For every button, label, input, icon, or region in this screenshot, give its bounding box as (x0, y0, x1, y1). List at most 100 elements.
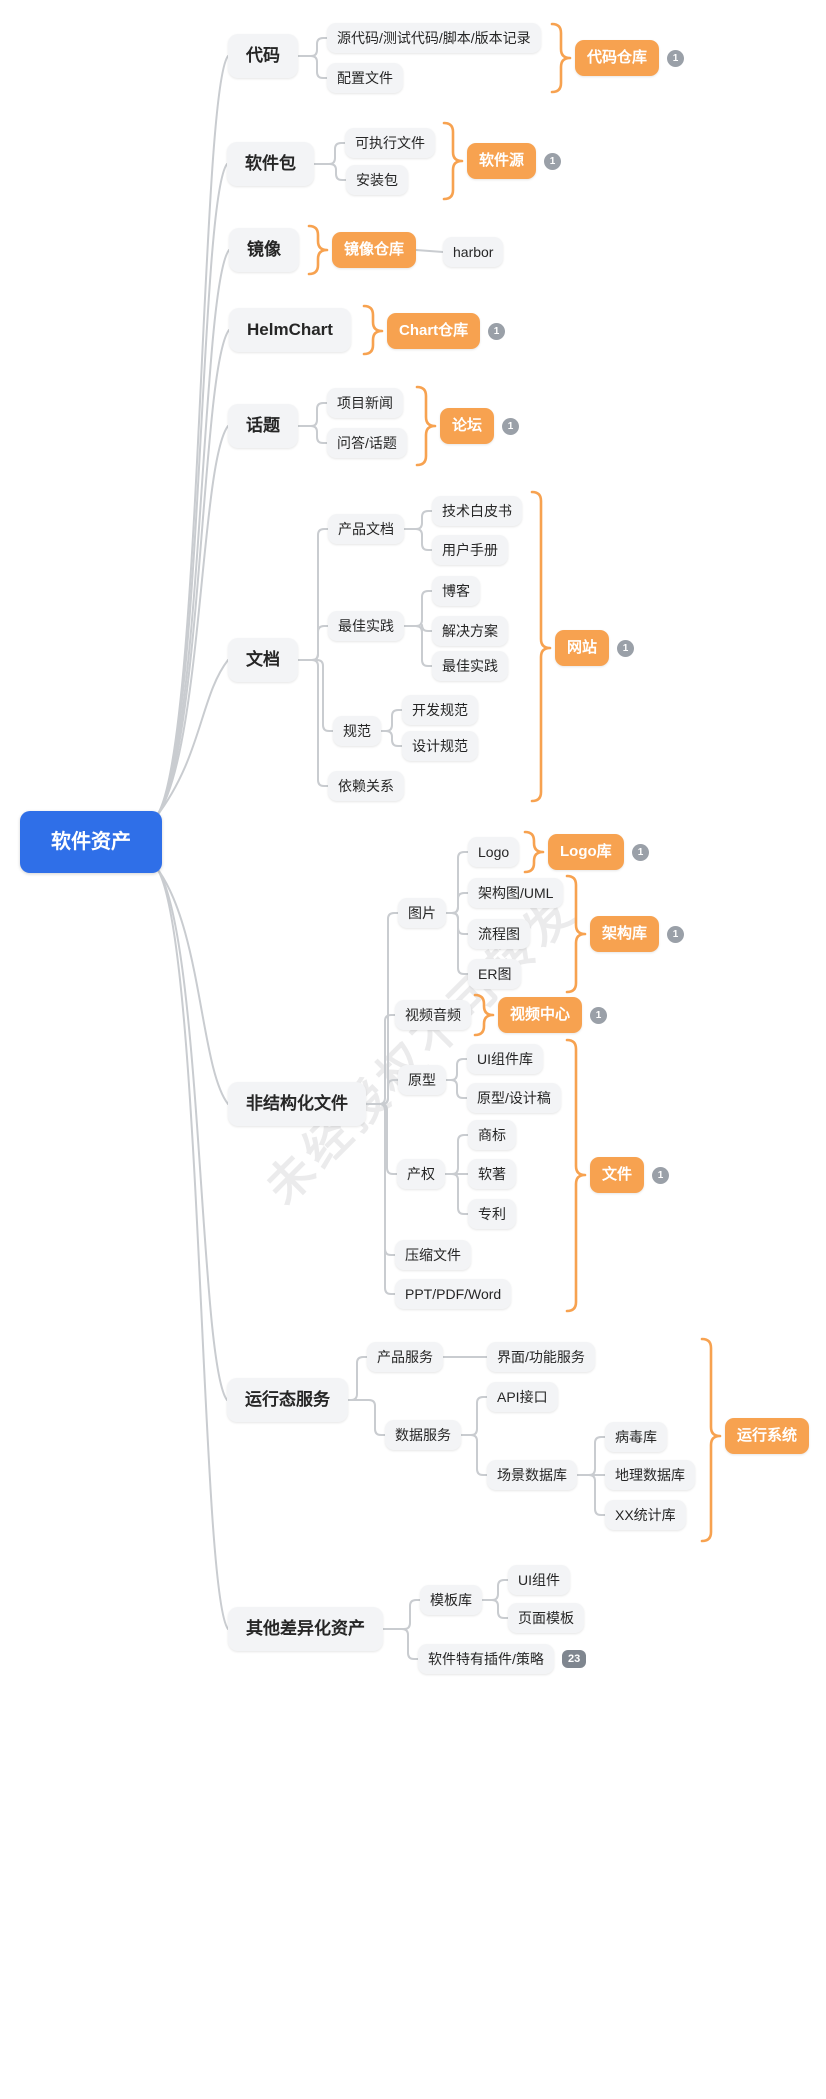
node-flowchart[interactable]: 流程图 (468, 919, 530, 949)
node-other[interactable]: 其他差异化资产 (228, 1607, 383, 1651)
node-project_news[interactable]: 项目新闻 (327, 388, 403, 418)
node-config_file[interactable]: 配置文件 (327, 63, 403, 93)
connector-pkg-executable (313, 142, 346, 165)
node-unstructured[interactable]: 非结构化文件 (228, 1082, 366, 1126)
node-topic[interactable]: 话题 (228, 404, 298, 448)
node-product_service[interactable]: 产品服务 (367, 1342, 443, 1372)
brace-code_repo (550, 22, 572, 94)
connector-doc-dependency (297, 659, 329, 787)
node-archive_file[interactable]: 压缩文件 (395, 1240, 471, 1270)
node-executable[interactable]: 可执行文件 (345, 128, 435, 158)
node-blog[interactable]: 博客 (432, 576, 480, 606)
node-software_source[interactable]: 软件源 (467, 143, 537, 179)
node-code_repo[interactable]: 代码仓库 (575, 40, 660, 76)
connector-best_practice-best_practice_item (403, 625, 433, 667)
node-installer[interactable]: 安装包 (346, 165, 408, 195)
node-video_center[interactable]: 视频中心 (498, 997, 583, 1033)
connector-template_lib-ui_component (481, 1579, 509, 1601)
connector-unstructured-ip (365, 1103, 398, 1175)
badge-website: 1 (617, 640, 634, 657)
node-er_diagram[interactable]: ER图 (468, 959, 522, 989)
badge-plugin_policy: 23 (562, 1650, 587, 1668)
node-image_repo[interactable]: 镜像仓库 (332, 232, 417, 268)
node-patent[interactable]: 专利 (468, 1199, 516, 1229)
node-scene_db[interactable]: 场景数据库 (487, 1460, 577, 1490)
node-spec[interactable]: 规范 (333, 716, 381, 746)
node-chart_repo[interactable]: Chart仓库 (387, 313, 481, 349)
node-best_practice_item[interactable]: 最佳实践 (432, 651, 508, 681)
node-best_practice[interactable]: 最佳实践 (328, 611, 404, 641)
node-software_copyright[interactable]: 软著 (468, 1159, 516, 1189)
connector-root-topic (155, 425, 229, 818)
node-whitepaper[interactable]: 技术白皮书 (432, 496, 522, 526)
node-api[interactable]: API接口 (487, 1382, 558, 1412)
node-data_service[interactable]: 数据服务 (385, 1420, 461, 1450)
node-website[interactable]: 网站 (555, 630, 610, 666)
badge-code_repo: 1 (667, 50, 684, 67)
node-helmchart[interactable]: HelmChart (229, 308, 351, 352)
node-ppt_pdf_word[interactable]: PPT/PDF/Word (395, 1279, 512, 1309)
node-user_manual[interactable]: 用户手册 (432, 535, 508, 565)
node-geo_db[interactable]: 地理数据库 (605, 1460, 695, 1490)
node-root[interactable]: 软件资产 (20, 811, 162, 873)
node-dev_spec[interactable]: 开发规范 (402, 695, 478, 725)
connector-spec-design_spec (380, 730, 403, 747)
connector-scene_db-xx_stat_db (576, 1474, 606, 1516)
connector-root-helmchart (155, 329, 230, 818)
node-product_doc[interactable]: 产品文档 (328, 514, 404, 544)
connector-unstructured-ppt_pdf_word (365, 1103, 396, 1295)
node-arch_uml[interactable]: 架构图/UML (468, 878, 564, 908)
node-video_audio[interactable]: 视频音频 (395, 1000, 471, 1030)
connector-topic-qa_topic (297, 425, 328, 444)
node-picture[interactable]: 图片 (398, 898, 446, 928)
node-qa_topic[interactable]: 问答/话题 (327, 428, 407, 458)
brace-software_source (442, 121, 464, 201)
node-arch_lib[interactable]: 架构库 (590, 916, 660, 952)
connector-root-unstructured (155, 866, 229, 1105)
node-virus_db[interactable]: 病毒库 (605, 1422, 667, 1452)
node-solution[interactable]: 解决方案 (432, 616, 508, 646)
connector-doc-best_practice (297, 625, 329, 661)
node-running_system[interactable]: 运行系统 (725, 1418, 810, 1454)
node-design_spec[interactable]: 设计规范 (402, 731, 478, 761)
node-trademark[interactable]: 商标 (468, 1120, 516, 1150)
node-doc[interactable]: 文档 (228, 638, 298, 682)
connector-runtime-product_service (347, 1356, 368, 1401)
connector-data_service-scene_db (460, 1434, 488, 1476)
node-ui_component[interactable]: UI组件 (508, 1565, 570, 1595)
node-harbor[interactable]: harbor (443, 237, 504, 267)
node-plugin_policy[interactable]: 软件特有插件/策略 (418, 1644, 554, 1674)
node-ui_kit_lib[interactable]: UI组件库 (467, 1044, 543, 1074)
badge-video_center: 1 (590, 1007, 607, 1024)
node-ip[interactable]: 产权 (397, 1159, 445, 1189)
badge-arch_lib: 1 (667, 926, 684, 943)
node-image[interactable]: 镜像 (229, 228, 299, 272)
node-ui_func_service[interactable]: 界面/功能服务 (487, 1342, 595, 1372)
node-pkg[interactable]: 软件包 (227, 142, 314, 186)
node-code[interactable]: 代码 (228, 34, 298, 78)
node-prototype_draft[interactable]: 原型/设计稿 (467, 1083, 561, 1113)
node-runtime[interactable]: 运行态服务 (227, 1378, 348, 1422)
brace-file (565, 1038, 587, 1313)
brace-website (530, 490, 552, 803)
connector-other-plugin_policy (382, 1628, 419, 1660)
connector-root-image (155, 249, 230, 818)
node-file[interactable]: 文件 (590, 1157, 645, 1193)
node-xx_stat_db[interactable]: XX统计库 (605, 1500, 686, 1530)
connector-topic-project_news (297, 402, 328, 427)
node-logo_lib[interactable]: Logo库 (548, 834, 624, 870)
connector-pkg-installer (313, 163, 347, 181)
connector-ip-patent (444, 1173, 469, 1215)
node-forum[interactable]: 论坛 (440, 408, 495, 444)
connector-root-doc (155, 659, 229, 818)
node-src_code[interactable]: 源代码/测试代码/脚本/版本记录 (327, 23, 541, 53)
connector-runtime-data_service (347, 1399, 386, 1436)
node-page_template[interactable]: 页面模板 (508, 1603, 584, 1633)
node-logo[interactable]: Logo (468, 837, 520, 867)
badge-forum: 1 (502, 418, 519, 435)
node-dependency[interactable]: 依赖关系 (328, 771, 404, 801)
node-prototype[interactable]: 原型 (398, 1065, 446, 1095)
node-template_lib[interactable]: 模板库 (420, 1585, 482, 1615)
connector-root-runtime (155, 866, 228, 1401)
